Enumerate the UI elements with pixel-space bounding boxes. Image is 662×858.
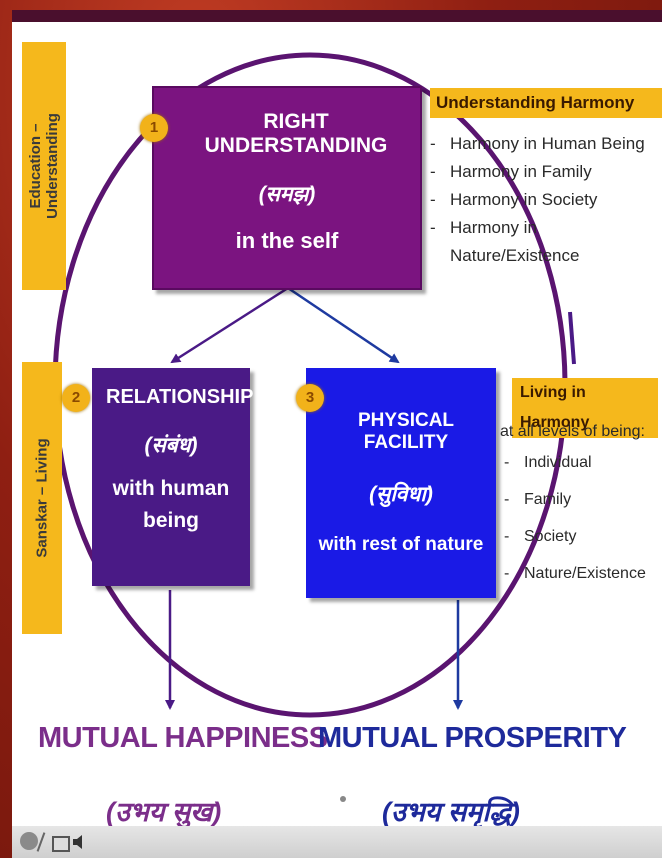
box1-title: RIGHT UNDERSTANDING	[204, 110, 388, 157]
mutual-prosperity-hindi: (उभय समृद्धि)	[382, 797, 520, 827]
box2-subtitle-2: being	[143, 509, 199, 532]
slide-toolbar	[12, 826, 662, 858]
badge-2: 2	[62, 384, 90, 412]
understanding-harmony-list: Harmony in Human Being Harmony in Family…	[426, 130, 658, 270]
list-item: Harmony in	[426, 214, 658, 242]
box1-subtitle: in the self	[235, 228, 339, 253]
box3-subtitle: with rest of nature	[318, 534, 484, 555]
box2-hindi: (संबंध)	[144, 434, 198, 457]
cursor-dot	[340, 796, 346, 802]
mutual-prosperity-label: MUTUAL PROSPERITY	[318, 722, 627, 754]
understanding-harmony-heading: Understanding Harmony	[430, 88, 662, 118]
pen-icon[interactable]	[20, 832, 38, 850]
box1-hindi: (समझ)	[258, 183, 316, 206]
list-item: Harmony in Human Being	[426, 130, 658, 158]
connector-harmony-bar	[568, 311, 576, 365]
box-relationship: RELATIONSHIP (संबंध) with human being	[92, 368, 254, 586]
living-harmony-intro: at all levels of being:	[500, 423, 645, 440]
mutual-happiness-label: MUTUAL HAPPINESS	[38, 722, 328, 754]
list-item: Individual	[500, 444, 660, 481]
screen-icon[interactable]	[52, 836, 70, 852]
badge-3: 3	[296, 384, 324, 412]
box-right-understanding: RIGHT UNDERSTANDING (समझ) in the self	[152, 86, 422, 290]
list-item: Nature/Existence	[500, 555, 660, 592]
tab-sanskar-living: Sanskar – Living	[22, 362, 62, 634]
box3-title: PHYSICAL FACILITY	[357, 410, 455, 453]
tab-education-understanding: Education – Understanding	[22, 42, 66, 290]
tab-education-line1: Education –	[27, 123, 44, 209]
list-item: Society	[500, 518, 660, 555]
box3-hindi: (सुविधा)	[369, 483, 433, 506]
box2-title: RELATIONSHIP	[106, 386, 254, 408]
list-item: Family	[500, 481, 660, 518]
badge-1: 1	[140, 114, 168, 142]
tab-sanskar-label: Sanskar – Living	[33, 438, 51, 558]
box2-subtitle-1: with human	[112, 477, 230, 500]
arrow-to-physical-facility	[287, 286, 400, 364]
list-item-continuation: Nature/Existence	[450, 246, 580, 265]
arrow-to-relationship	[170, 286, 289, 364]
box-physical-facility: PHYSICAL FACILITY (सुविधा) with rest of …	[306, 368, 496, 598]
slide-top-border	[12, 10, 662, 22]
list-item: Harmony in Family	[426, 158, 658, 186]
tab-education-line2: Understanding	[44, 113, 61, 219]
living-harmony-list: at all levels of being: Individual Famil…	[500, 420, 660, 592]
list-item: Harmony in Society	[426, 186, 658, 214]
mutual-happiness-hindi: (उभय सुख)	[106, 797, 222, 827]
speaker-icon[interactable]	[72, 834, 88, 850]
living-harmony-heading: Living in Harmony	[512, 378, 658, 438]
